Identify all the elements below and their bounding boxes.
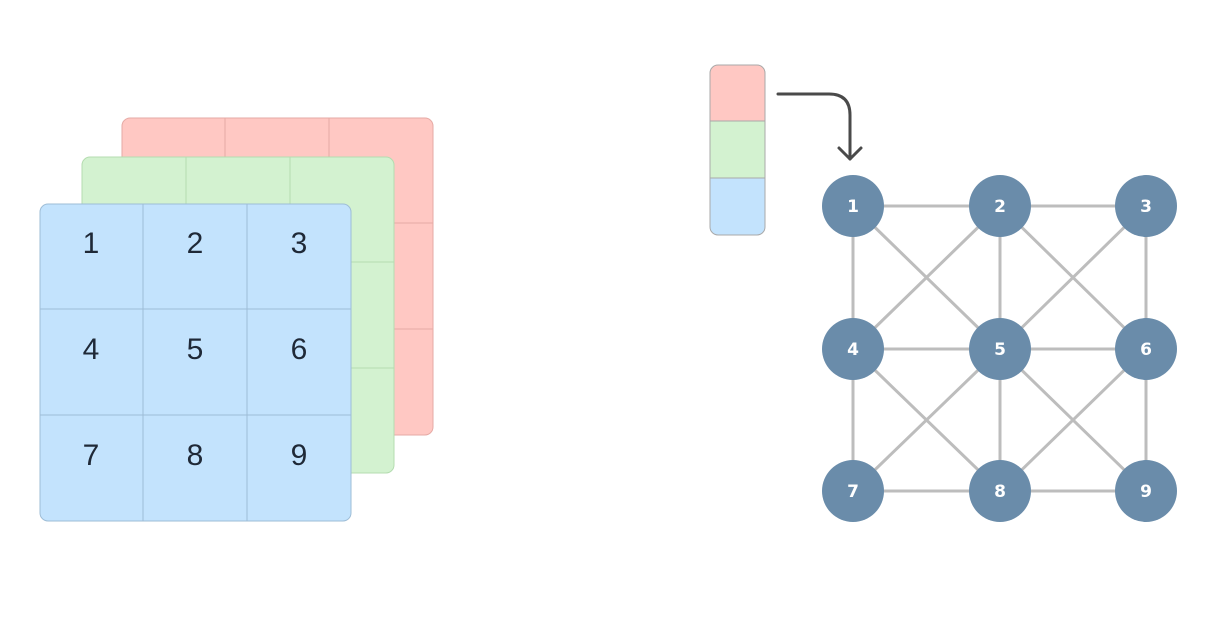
graph-node-circle xyxy=(1115,318,1177,380)
graph-edge-3-5 xyxy=(998,204,1148,351)
graph-node-label: 1 xyxy=(847,197,859,217)
graph-node-circle xyxy=(1115,460,1177,522)
feature-vector xyxy=(709,64,766,236)
blue-channel-background xyxy=(39,203,352,522)
graph-node-circle xyxy=(969,460,1031,522)
graph-node-3: 3 xyxy=(1115,175,1177,237)
graph-node-2: 2 xyxy=(969,175,1031,237)
feature-vector-green-segment xyxy=(710,121,765,178)
graph-node-label: 3 xyxy=(1140,197,1152,217)
graph-edge-6-8 xyxy=(998,347,1148,493)
graph-node-circle xyxy=(822,175,884,237)
graph-node-label: 8 xyxy=(994,482,1006,502)
graph-node-label: 7 xyxy=(847,482,859,502)
graph-node-label: 5 xyxy=(994,340,1006,360)
graph-node-9: 9 xyxy=(1115,460,1177,522)
arrow-shaft xyxy=(776,92,852,161)
blue-channel-layer: 1 2 3 4 5 6 7 8 9 xyxy=(39,203,352,522)
graph-node-1: 1 xyxy=(822,175,884,237)
graph-node-label: 4 xyxy=(847,340,859,360)
feature-vector-red-segment xyxy=(710,65,765,121)
grid-cell-5: 5 xyxy=(187,333,204,366)
graph-edge-2-4 xyxy=(851,204,1002,351)
grid-cell-4: 4 xyxy=(83,333,100,366)
grid-cell-1: 1 xyxy=(83,227,100,260)
grid-cell-2: 2 xyxy=(187,227,204,260)
graph-node-circle xyxy=(969,175,1031,237)
graph-node-8: 8 xyxy=(969,460,1031,522)
graph-node-circle xyxy=(969,318,1031,380)
graph-node-label: 9 xyxy=(1140,482,1152,502)
graph-node-7: 7 xyxy=(822,460,884,522)
grid-cell-9: 9 xyxy=(291,439,308,472)
graph-node-circle xyxy=(822,460,884,522)
graph-node-label: 6 xyxy=(1140,340,1152,360)
graph-node-label: 2 xyxy=(994,197,1006,217)
feature-vector-outline xyxy=(709,64,766,236)
grid-cell-8: 8 xyxy=(187,439,204,472)
grid-cell-3: 3 xyxy=(291,227,308,260)
arrow-head-icon xyxy=(837,146,863,161)
graph-node-5: 5 xyxy=(969,318,1031,380)
graph-node-circle xyxy=(822,318,884,380)
graph-nodes: 1 2 3 4 5 6 7 8 9 xyxy=(822,175,1177,522)
grid-cell-6: 6 xyxy=(291,333,308,366)
grid-cell-7: 7 xyxy=(83,439,100,472)
graph-node-6: 6 xyxy=(1115,318,1177,380)
graph-edge-5-7 xyxy=(851,347,1002,493)
grid-cell-labels: 1 2 3 4 5 6 7 8 9 xyxy=(83,227,308,472)
graph-node-4: 4 xyxy=(822,318,884,380)
graph-node-circle xyxy=(1115,175,1177,237)
arrow xyxy=(776,92,863,161)
blue-channel-gridlines xyxy=(40,204,351,521)
